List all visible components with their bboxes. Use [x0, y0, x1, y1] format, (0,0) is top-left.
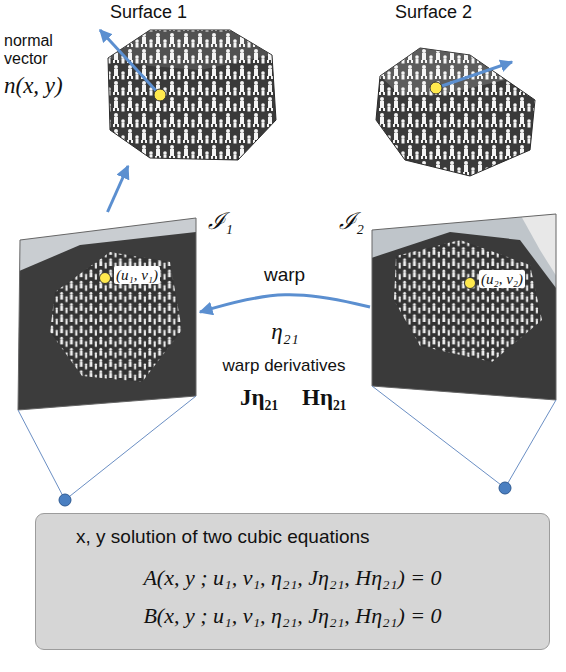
normal-arrow	[100, 30, 160, 95]
node-heading: ℐ₂	[339, 208, 364, 236]
photo-image	[365, 205, 565, 410]
annotation: normal vector	[4, 32, 64, 69]
annotation: warp derivatives	[223, 356, 346, 376]
node-heading: x, y solution of two cubic equations	[76, 526, 529, 549]
surface-mesh	[108, 30, 276, 160]
point-marker	[430, 82, 442, 94]
edge-label: warp	[262, 264, 307, 287]
camera-center	[59, 494, 71, 506]
image-panel: ℐ₂	[370, 212, 557, 402]
surface-panel: Surface 1	[90, 0, 280, 166]
point-marker	[154, 89, 166, 101]
equation-box: x, y solution of two cubic equationsA(x,…	[35, 513, 550, 650]
surface-panel: Surface 2	[370, 0, 546, 180]
camera-center	[499, 482, 511, 494]
image-panel: ℐ₁	[15, 212, 200, 412]
image-frame	[372, 214, 556, 400]
point-label: (u₁, v₁)	[114, 266, 160, 284]
photo-image	[10, 210, 210, 420]
node-heading: ℐ₁	[208, 208, 233, 236]
math-label: Hη₂₁	[302, 384, 347, 412]
point-marker	[100, 273, 111, 284]
node-heading: Surface 1	[110, 2, 187, 24]
point-label: (u₂, v₂)	[479, 270, 525, 288]
equation-text: B(x, y ; u₁, v₁, η₂₁, Jη₂₁, Hη₂₁) = 0	[56, 603, 529, 629]
camera-ray	[372, 386, 505, 488]
math-label: η₂₁	[271, 318, 298, 346]
arrow-connector	[108, 166, 129, 212]
equation-text: A(x, y ; u₁, v₁, η₂₁, Jη₂₁, Hη₂₁) = 0	[56, 565, 529, 591]
normal-arrow	[436, 62, 512, 88]
math-label: Jη₂₁	[240, 384, 278, 412]
node-heading: Surface 2	[395, 2, 472, 24]
math-label: n(x, y)	[4, 72, 63, 100]
surface-mesh	[376, 48, 535, 176]
image-frame	[18, 218, 196, 410]
camera-ray	[505, 400, 556, 488]
arrow-connector	[200, 295, 370, 312]
camera-ray	[65, 396, 196, 500]
camera-ray	[18, 410, 65, 500]
point-marker	[465, 278, 476, 289]
